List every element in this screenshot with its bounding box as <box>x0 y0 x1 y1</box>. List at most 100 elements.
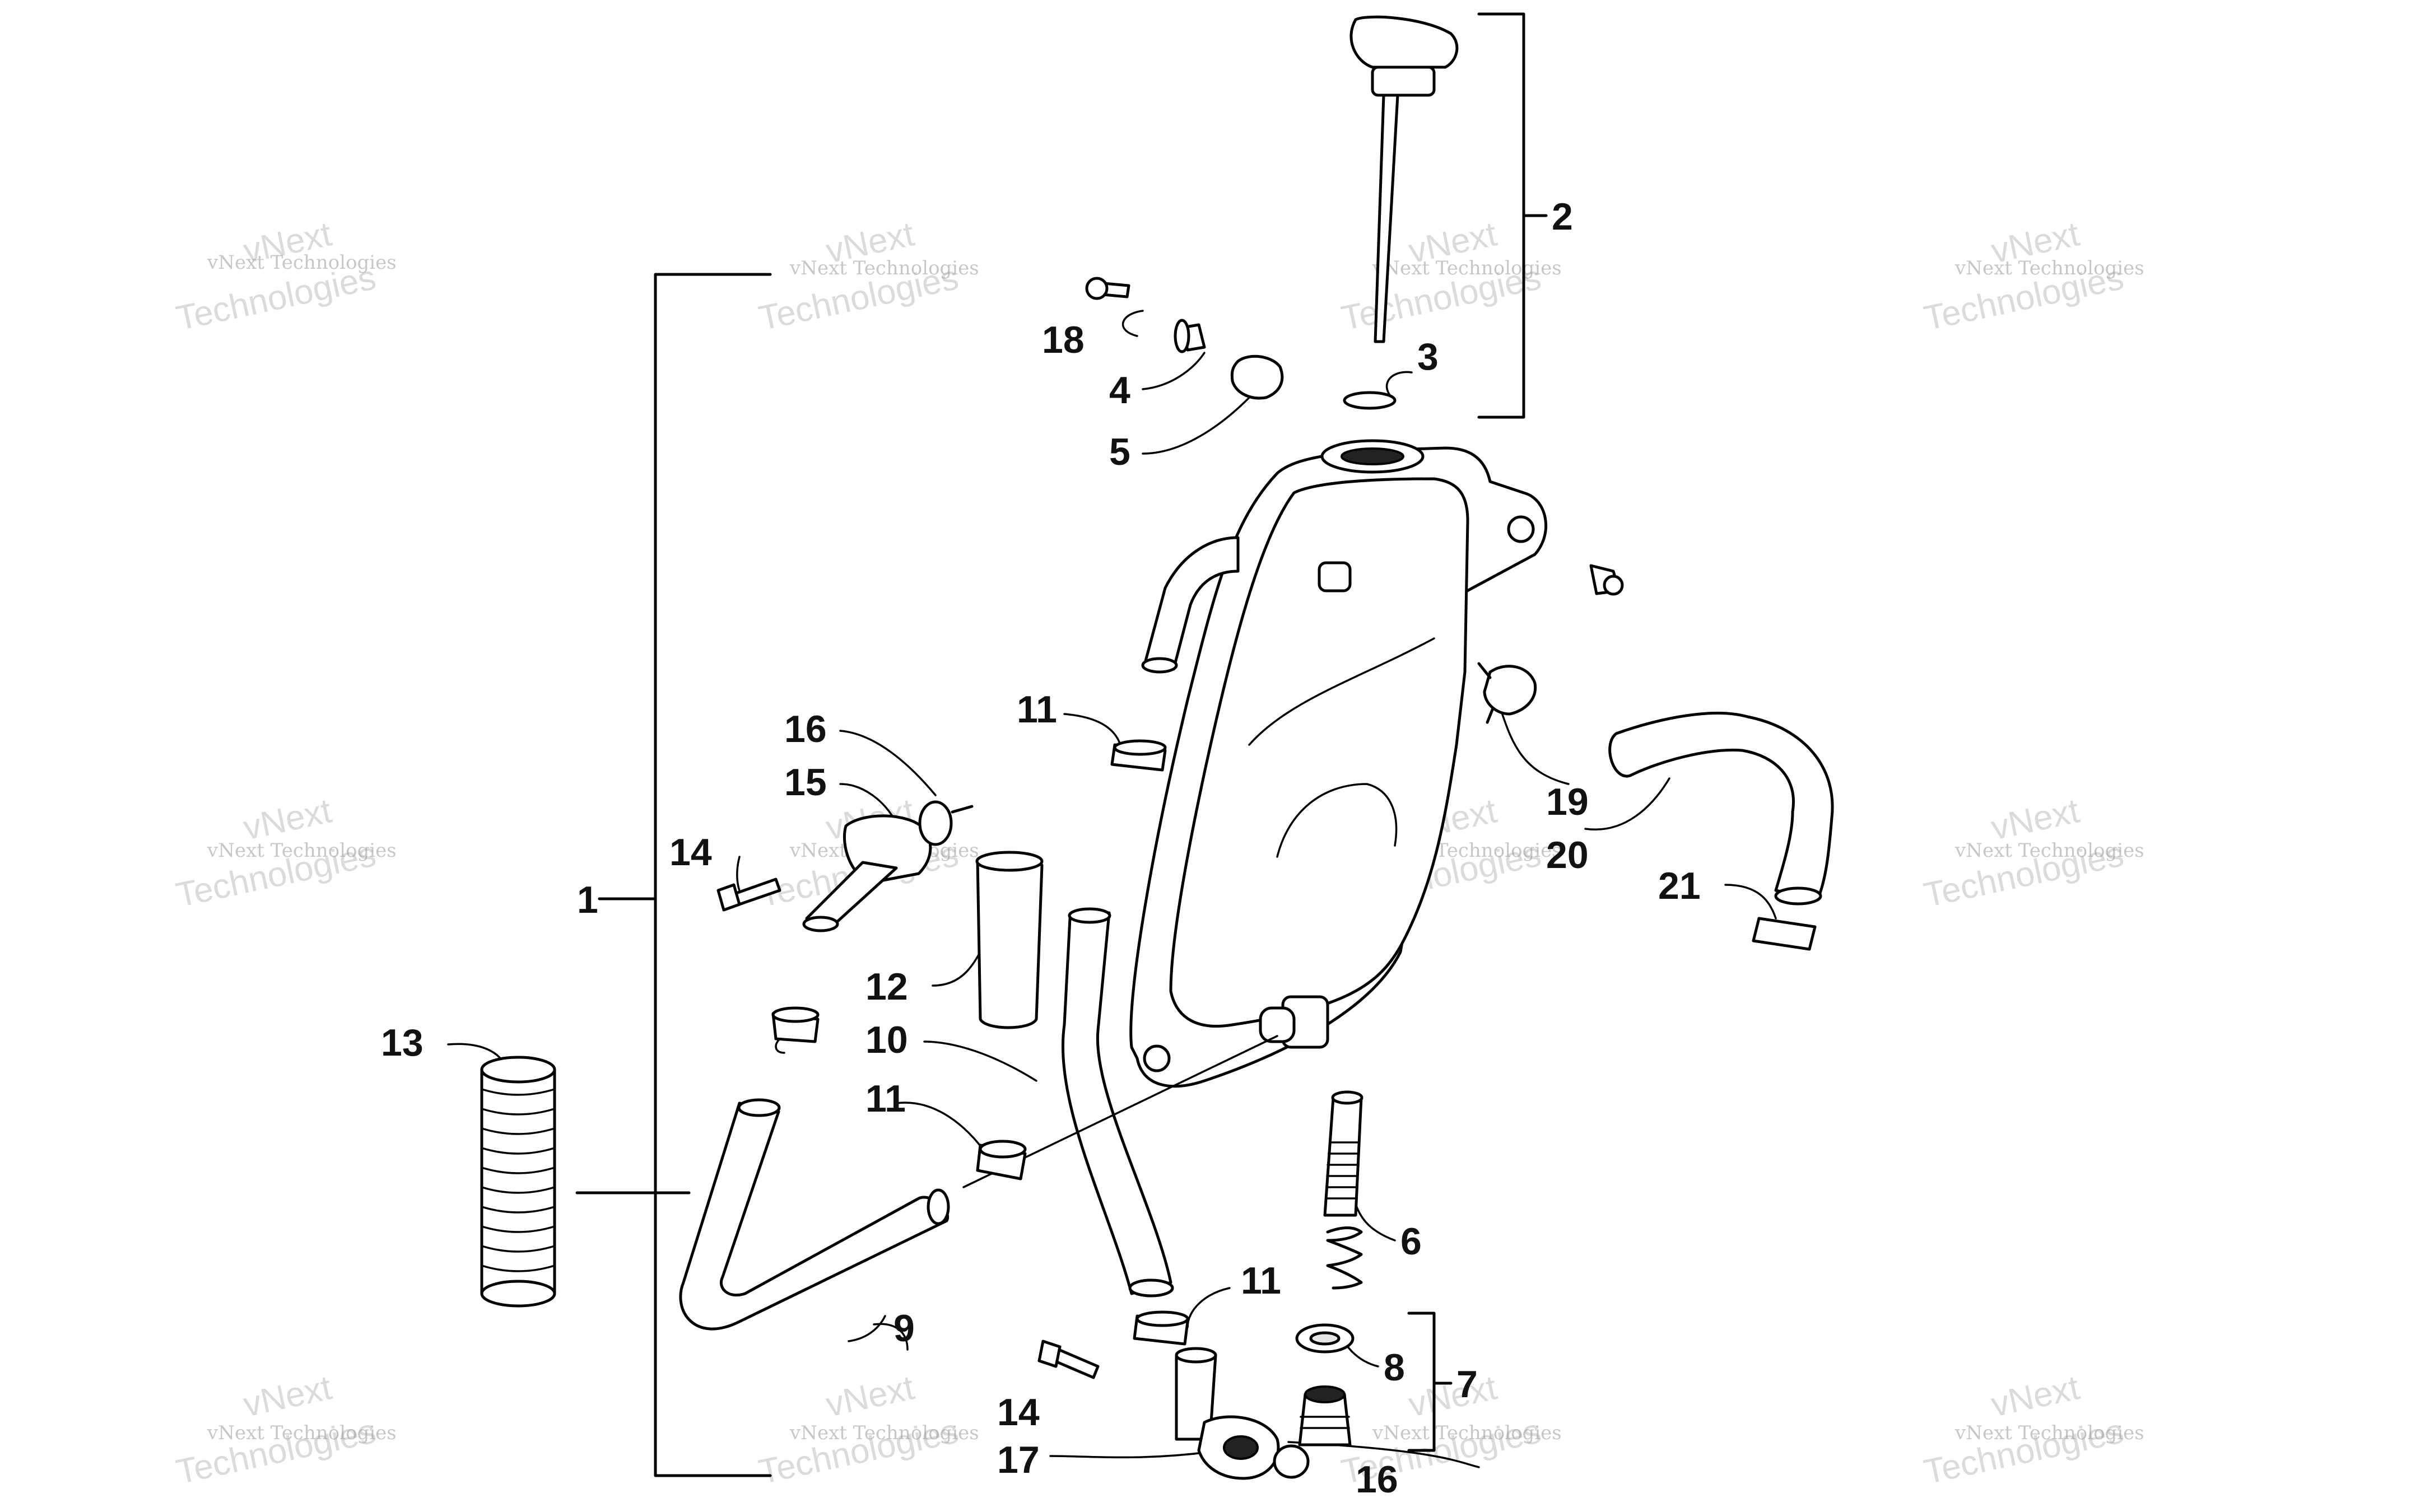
watermark-large-text: vNext <box>240 1368 335 1424</box>
lower-fitting <box>1037 1340 1310 1480</box>
bolt-head <box>1085 277 1109 300</box>
upper-left-fitting <box>716 800 974 932</box>
callout-10: 10 <box>865 1019 908 1061</box>
callout-19: 19 <box>1546 781 1589 823</box>
callout-15: 15 <box>784 761 827 804</box>
tank-mount-hole <box>1143 1044 1171 1072</box>
lower-hose-end <box>737 1098 781 1117</box>
filler-cap-thread <box>1371 66 1436 97</box>
callout-11: 11 <box>1017 688 1057 731</box>
watermark-small-text: vNext Technologies <box>207 839 397 862</box>
callout-9: 9 <box>893 1307 915 1350</box>
callout-7: 7 <box>1456 1363 1478 1406</box>
callout-17: 17 <box>997 1439 1040 1481</box>
callout-4: 4 <box>1109 369 1130 412</box>
inlet-hose-end <box>1128 1278 1174 1298</box>
hose-clamp-top <box>979 1140 1027 1159</box>
hose-clamp-tab <box>1477 662 1495 724</box>
watermark: Technologies vNext vNext Technologies <box>756 214 979 338</box>
watermark-small-text: vNext Technologies <box>1954 1422 2144 1444</box>
outlet-elbow-end <box>802 916 839 932</box>
ring-divider <box>481 1088 556 1272</box>
callout-21: 21 <box>1658 865 1701 907</box>
watermark-small-text: vNext Technologies <box>1372 257 1562 279</box>
callout-5: 5 <box>1109 431 1130 473</box>
dipstick-rod <box>1374 94 1399 343</box>
o-ring <box>1343 391 1397 410</box>
bolt-head <box>716 883 741 912</box>
screen-filter-mesh <box>1325 1141 1360 1200</box>
lower-outlet-bore <box>1223 1435 1259 1460</box>
inlet-hose-end <box>1068 907 1111 924</box>
watermark-small-text: vNext Technologies <box>207 1422 397 1444</box>
watermark-large-text: vNext <box>1406 1368 1500 1424</box>
tank-contour-line <box>1248 637 1435 746</box>
hose-clamp-top <box>1135 1310 1189 1327</box>
callout-11: 11 <box>865 1077 906 1120</box>
right-mount-bolt-head <box>1603 575 1624 596</box>
watermark: Technologies vNext vNext Technologies <box>1921 791 2144 914</box>
lower-gasket <box>1273 1444 1310 1479</box>
hose-clamp-top <box>1113 739 1167 756</box>
callout-16: 16 <box>784 708 827 750</box>
watermark-small-text: vNext Technologies <box>1954 257 2144 279</box>
tank-hose-nipple <box>1318 561 1352 592</box>
vent-hose-end <box>1774 886 1822 906</box>
outlet-gasket <box>918 800 953 846</box>
alignment-dash <box>951 805 974 814</box>
watermark: Technologies vNext vNext Technologies <box>1921 214 2144 338</box>
watermark: Technologies vNext vNext Technologies <box>1921 1368 2144 1491</box>
callout-1: 1 <box>577 879 598 921</box>
bolt <box>1053 1348 1100 1379</box>
bolt-head <box>1037 1340 1062 1368</box>
bushing-flange <box>1174 319 1190 353</box>
drain-plug-assembly <box>1295 1090 1363 1446</box>
watermark-small-text: vNext Technologies <box>789 1422 979 1444</box>
hose-sleeve <box>976 852 1044 1029</box>
hose-clamp <box>1483 665 1537 716</box>
watermark: Technologies vNext vNext Technologies <box>1338 214 1562 338</box>
callout-12: 12 <box>865 965 908 1008</box>
callout-11: 11 <box>1241 1259 1281 1302</box>
callout-16: 16 <box>1356 1458 1398 1501</box>
watermark-large-text: vNext <box>823 1368 918 1424</box>
hose-end-cap <box>1752 917 1817 951</box>
callout-13: 13 <box>381 1021 424 1064</box>
filler-cap-assembly <box>1343 15 1459 410</box>
vent-hose-assembly <box>1477 564 1834 951</box>
hose-clamps <box>771 739 1189 1346</box>
callout-14: 14 <box>669 831 712 874</box>
drain-washer-inner <box>1309 1331 1341 1346</box>
tank-contour-line <box>1276 783 1398 858</box>
hose-sleeve-end <box>975 851 1044 872</box>
upper-mount-hardware <box>1085 277 1284 400</box>
watermark: Technologies vNext vNext Technologies <box>173 1368 397 1491</box>
drain-plug-thread <box>1300 1416 1350 1429</box>
filler-cap-top <box>1349 15 1459 69</box>
ring-stack-bottom <box>480 1280 556 1308</box>
watermark-small-text: vNext Technologies <box>1372 1422 1562 1444</box>
spring <box>1326 1226 1363 1290</box>
leader-lines <box>447 310 1777 1468</box>
watermark: Technologies vNext vNext Technologies <box>173 214 397 338</box>
callout-6: 6 <box>1400 1220 1422 1263</box>
tank-mount-hole <box>1507 515 1535 543</box>
watermark-small-text: vNext Technologies <box>207 251 397 274</box>
lower-outlet-pipe-top <box>1175 1347 1217 1364</box>
screen-filter-top <box>1331 1090 1363 1105</box>
vent-hose <box>1608 711 1834 900</box>
watermark-small-text: vNext Technologies <box>789 257 979 279</box>
callout-3: 3 <box>1417 335 1439 378</box>
coolant-tank <box>1129 439 1548 1088</box>
lower-hose <box>679 1102 950 1331</box>
callout-labels: 1 2 3 4 5 6 7 8 9 10 11 11 11 12 13 14 1… <box>381 195 1701 1501</box>
drain-plug-head <box>1304 1385 1346 1403</box>
watermark: Technologies vNext vNext Technologies <box>756 1368 979 1491</box>
callout-2: 2 <box>1552 195 1573 238</box>
callout-18: 18 <box>1042 319 1085 361</box>
callout-20: 20 <box>1546 834 1589 876</box>
lower-hose-end <box>927 1188 950 1225</box>
tank-filler-opening <box>1341 447 1404 465</box>
watermark: Technologies vNext vNext Technologies <box>173 791 397 914</box>
